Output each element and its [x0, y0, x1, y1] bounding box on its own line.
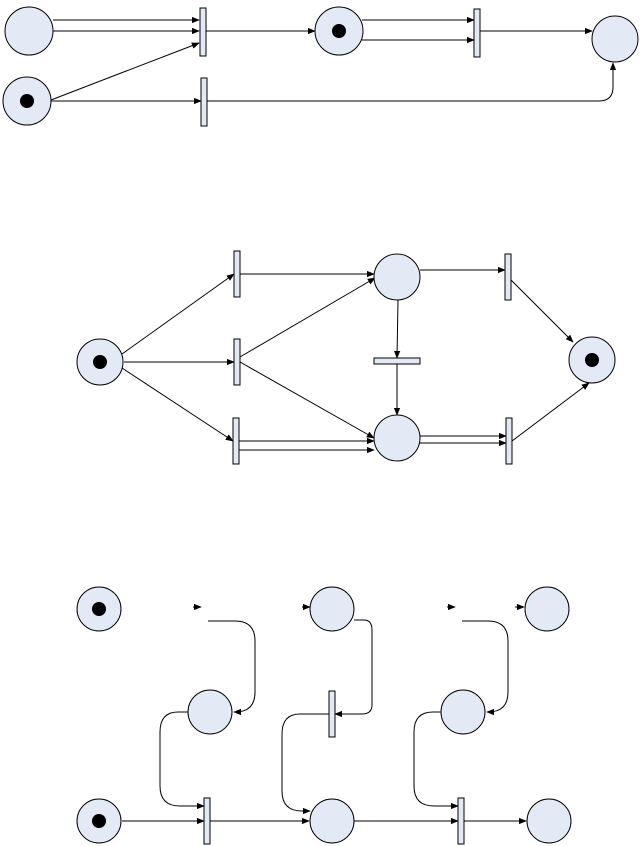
token-dot — [585, 353, 599, 367]
net-2-arc-p1-t3 — [121, 367, 234, 442]
net-1-place-p3 — [314, 6, 364, 56]
net-2-transition-t5 — [504, 253, 512, 301]
net-1-place-p2 — [2, 76, 52, 126]
net-3-transition-tb — [457, 797, 465, 845]
token-dot — [92, 814, 106, 828]
net-2-transition-t1 — [233, 250, 241, 298]
net-3-place-b1 — [76, 798, 122, 844]
net-2-place-p1 — [76, 338, 124, 386]
place-circle — [187, 689, 233, 735]
net-2-arc-p2-t4 — [393, 299, 401, 359]
net-2-arc-t2-p3 — [239, 361, 375, 439]
net-2-transition-t3 — [232, 417, 240, 465]
place-circle — [4, 6, 54, 56]
net-3-arc-m1-ta — [159, 711, 205, 810]
net-3-place-b3 — [526, 798, 572, 844]
net-3-transition-ta — [203, 797, 211, 845]
net-3-place-m2 — [440, 689, 486, 735]
net-2-transition-t6 — [505, 417, 513, 465]
place-circle — [309, 586, 355, 632]
net-2-arc-t5-p4 — [510, 279, 574, 343]
net-2-transition-t4 — [373, 357, 421, 365]
token-dot — [93, 355, 107, 369]
net-3-place-a2 — [309, 586, 355, 632]
net-2-transition-t2 — [233, 338, 241, 386]
net-1-transition-t3 — [473, 8, 481, 58]
net-3-arc-tc-b2 — [281, 713, 329, 815]
net-3-arc-m2-loop — [462, 620, 509, 716]
token-dot — [92, 602, 106, 616]
place-circle — [524, 586, 570, 632]
net-3-arc-a2-tc — [334, 619, 373, 718]
net-3-place-m1 — [187, 689, 233, 735]
place-circle — [591, 15, 639, 63]
place-circle — [309, 798, 355, 844]
place-circle — [440, 689, 486, 735]
net-1-place-p4 — [591, 15, 639, 63]
net-1-transition-t1 — [199, 7, 207, 57]
net-2-arc-t6-p4 — [511, 382, 590, 442]
place-circle — [373, 253, 421, 301]
net-3-transition-tc — [328, 690, 336, 738]
nodes-layer — [2, 6, 639, 845]
net-2-place-p3 — [373, 414, 421, 462]
net-2-arc-p1-t1 — [121, 273, 235, 355]
net-3-arc-m2-tb — [413, 711, 459, 810]
arcs-layer — [50, 16, 617, 825]
place-circle — [373, 414, 421, 462]
token-dot — [332, 24, 346, 38]
net-1-arc-t2-p4 — [207, 62, 617, 102]
net-3-arc-a1-m1 — [208, 620, 256, 716]
net-1-arc-p2-t1 — [50, 42, 200, 101]
net-2-place-p4 — [568, 336, 616, 384]
net-2-place-p2 — [373, 253, 421, 301]
place-circle — [526, 798, 572, 844]
net-1-transition-t2 — [200, 77, 208, 127]
net-1-place-p1 — [4, 6, 54, 56]
token-dot — [20, 94, 34, 108]
net-2-arc-t2-p2 — [239, 277, 376, 358]
net-3-place-b2 — [309, 798, 355, 844]
net-3-place-a3 — [524, 586, 570, 632]
net-3-place-a1 — [76, 586, 122, 632]
